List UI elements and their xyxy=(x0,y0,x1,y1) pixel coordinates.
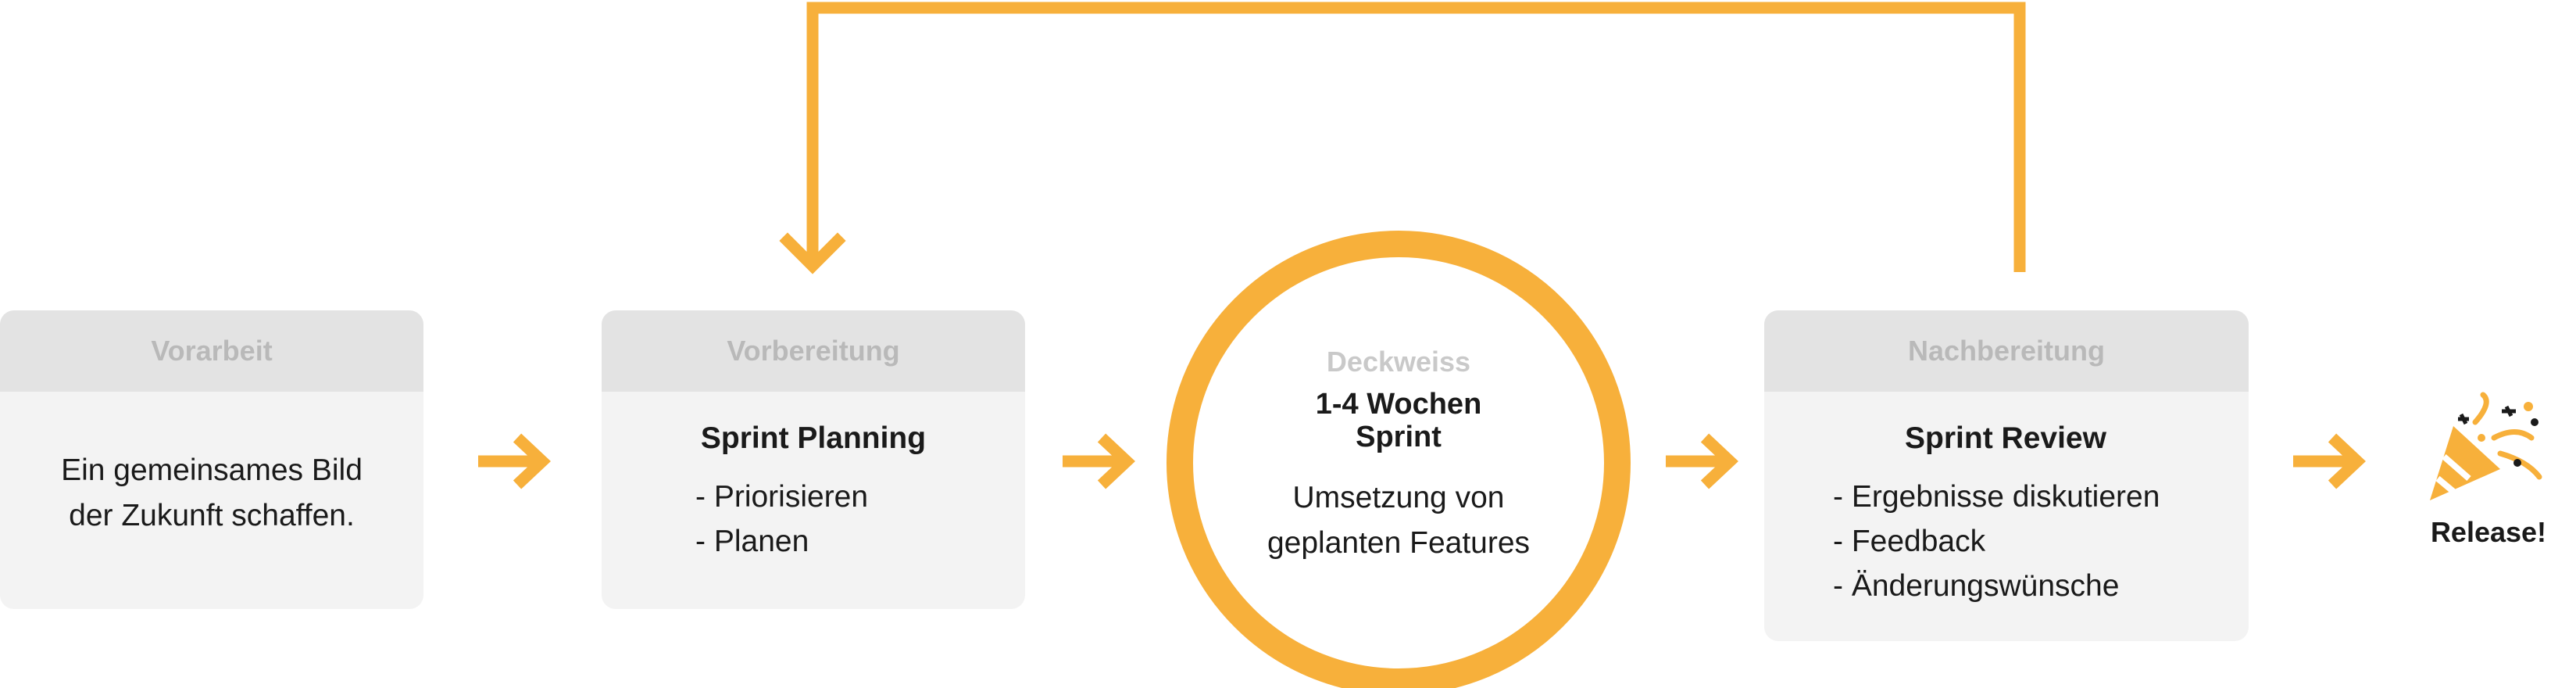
stage-header: Vorbereitung xyxy=(602,310,1025,392)
stage-body: Sprint Planning Priorisieren Planen xyxy=(602,392,1025,587)
stage-title: Sprint Review xyxy=(1905,421,2106,455)
party-popper-icon xyxy=(2430,392,2542,500)
feedback-loop-line xyxy=(806,2,2026,272)
title-line: 1-4 Wochen xyxy=(1315,388,1482,421)
task-list: Priorisieren Planen xyxy=(695,475,994,564)
task-item: Priorisieren xyxy=(695,475,994,519)
description-line: geplanten Features xyxy=(1267,526,1531,560)
stage-title: 1-4 Wochen Sprint xyxy=(1316,388,1482,453)
arrow-vorarbeit-to-vorbereitung xyxy=(478,433,551,489)
sprint-stage: Deckweiss 1-4 Wochen Sprint Umsetzung vo… xyxy=(1172,235,1625,688)
stage-card-vorbereitung: Vorbereitung Sprint Planning Priorisiere… xyxy=(602,310,1025,609)
task-item: Planen xyxy=(695,519,994,564)
title-line: Sprint xyxy=(1356,421,1442,453)
stage-description: Umsetzung von geplanten Features xyxy=(1267,475,1530,566)
stage-header: Vorarbeit xyxy=(0,310,423,392)
sprint-circle xyxy=(1167,231,1631,688)
stage-title: Sprint Planning xyxy=(700,421,927,455)
stage-body: Sprint Review Ergebnisse diskutieren Fee… xyxy=(1764,392,2249,632)
stage-card-vorarbeit: Vorarbeit Ein gemeinsames Bild der Zukun… xyxy=(0,310,423,609)
task-list: Ergebnisse diskutieren Feedback Änderung… xyxy=(1833,475,2217,608)
task-item: Änderungswünsche xyxy=(1833,564,2217,608)
arrow-nachbereitung-to-release xyxy=(2293,433,2366,489)
stage-card-nachbereitung: Nachbereitung Sprint Review Ergebnisse d… xyxy=(1764,310,2249,641)
task-item: Feedback xyxy=(1833,519,2217,564)
stage-header: Nachbereitung xyxy=(1764,310,2249,392)
feedback-loop-arrowhead xyxy=(779,232,846,274)
stage-description: Ein gemeinsames Bild der Zukunft schaffe… xyxy=(31,448,392,539)
arrow-vorbereitung-to-sprint xyxy=(1063,433,1135,489)
stage-header: Deckweiss xyxy=(1326,346,1471,378)
description-line: Umsetzung von xyxy=(1292,481,1505,514)
description-line: der Zukunft schaffen. xyxy=(69,499,355,532)
task-item: Ergebnisse diskutieren xyxy=(1833,475,2217,519)
release-label: Release! xyxy=(2430,516,2547,548)
arrow-sprint-to-nachbereitung xyxy=(1666,433,1738,489)
description-line: Ein gemeinsames Bild xyxy=(61,453,363,487)
stage-body: Ein gemeinsames Bild der Zukunft schaffe… xyxy=(0,392,423,562)
